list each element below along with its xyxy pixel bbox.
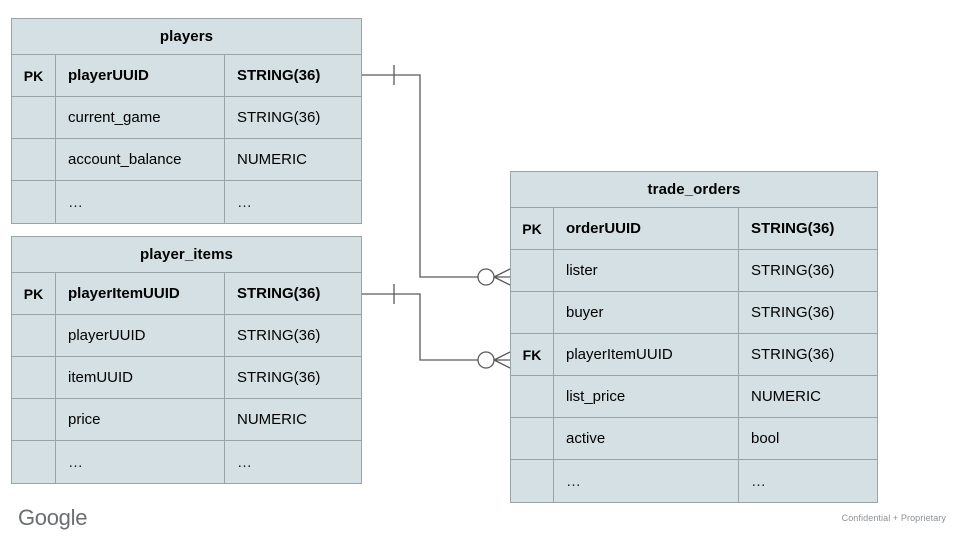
entity-title: player_items	[140, 246, 233, 263]
table-row[interactable]: … …	[511, 460, 877, 502]
table-row[interactable]: lister STRING(36)	[511, 250, 877, 292]
cardinality-many-marker	[493, 268, 511, 286]
column-type: STRING(36)	[237, 327, 321, 344]
column-key	[511, 460, 554, 502]
column-name: lister	[554, 250, 739, 291]
column-key	[12, 315, 56, 356]
cardinality-many-marker	[493, 351, 511, 369]
column-name: buyer	[554, 292, 739, 333]
table-row[interactable]: FK playerItemUUID STRING(36)	[511, 334, 877, 376]
column-key	[12, 97, 56, 138]
column-key	[12, 399, 56, 440]
entity-title: trade_orders	[647, 181, 741, 198]
column-name: list_price	[554, 376, 739, 417]
table-row[interactable]: PK orderUUID STRING(36)	[511, 208, 877, 250]
table-row[interactable]: active bool	[511, 418, 877, 460]
entity-table-players[interactable]: players PK playerUUID STRING(36) current…	[11, 18, 362, 224]
column-type: STRING(36)	[751, 220, 835, 237]
table-row[interactable]: price NUMERIC	[12, 399, 361, 441]
column-type: bool	[751, 430, 780, 447]
column-type: STRING(36)	[751, 304, 835, 321]
column-name: itemUUID	[56, 357, 225, 398]
table-row[interactable]: PK playerUUID STRING(36)	[12, 55, 361, 97]
connector-line	[362, 293, 478, 361]
table-row[interactable]: buyer STRING(36)	[511, 292, 877, 334]
column-type: STRING(36)	[237, 67, 321, 84]
entity-title-row: player_items	[12, 237, 361, 273]
column-key	[12, 139, 56, 180]
cardinality-zero-marker	[477, 268, 495, 286]
google-logo: Google	[18, 505, 88, 530]
table-row[interactable]: … …	[12, 181, 361, 223]
connector-line	[362, 74, 478, 278]
column-type: …	[237, 453, 253, 471]
table-row[interactable]: current_game STRING(36)	[12, 97, 361, 139]
column-name: playerItemUUID	[56, 273, 225, 314]
confidentiality-notice: Confidential + Proprietary	[841, 513, 946, 523]
column-name: …	[554, 460, 739, 502]
relationship-players-to-trade-orders	[362, 65, 511, 286]
table-row[interactable]: playerUUID STRING(36)	[12, 315, 361, 357]
column-key: PK	[12, 273, 56, 314]
entity-title: players	[159, 28, 214, 45]
column-name: playerUUID	[56, 55, 225, 96]
column-key	[511, 376, 554, 417]
entity-table-player-items[interactable]: player_items PK playerItemUUID STRING(36…	[11, 236, 362, 484]
column-type: NUMERIC	[237, 151, 307, 168]
column-key	[12, 441, 56, 483]
table-row[interactable]: PK playerItemUUID STRING(36)	[12, 273, 361, 315]
table-row[interactable]: list_price NUMERIC	[511, 376, 877, 418]
column-key	[511, 292, 554, 333]
column-name: playerUUID	[56, 315, 225, 356]
column-key	[12, 181, 56, 223]
column-key: PK	[511, 208, 554, 249]
column-key	[511, 250, 554, 291]
column-key: FK	[511, 334, 554, 375]
column-name: current_game	[56, 97, 225, 138]
entity-title-row: trade_orders	[511, 172, 877, 208]
column-name: account_balance	[56, 139, 225, 180]
column-key: PK	[12, 55, 56, 96]
column-name: orderUUID	[554, 208, 739, 249]
table-row[interactable]: itemUUID STRING(36)	[12, 357, 361, 399]
column-name: …	[56, 181, 225, 223]
column-type: NUMERIC	[751, 388, 821, 405]
column-type: STRING(36)	[237, 109, 321, 126]
column-name: playerItemUUID	[554, 334, 739, 375]
column-type: …	[237, 193, 253, 211]
cardinality-zero-marker	[477, 351, 495, 369]
column-type: NUMERIC	[237, 411, 307, 428]
column-type: STRING(36)	[751, 346, 835, 363]
entity-title-row: players	[12, 19, 361, 55]
column-type: STRING(36)	[751, 262, 835, 279]
column-key	[12, 357, 56, 398]
relationship-player-items-to-trade-orders	[362, 284, 511, 369]
column-type: STRING(36)	[237, 369, 321, 386]
column-type: STRING(36)	[237, 285, 321, 302]
column-type: …	[751, 472, 767, 490]
column-name: …	[56, 441, 225, 483]
table-row[interactable]: … …	[12, 441, 361, 483]
column-key	[511, 418, 554, 459]
table-row[interactable]: account_balance NUMERIC	[12, 139, 361, 181]
entity-table-trade-orders[interactable]: trade_orders PK orderUUID STRING(36) lis…	[510, 171, 878, 503]
column-name: active	[554, 418, 739, 459]
column-name: price	[56, 399, 225, 440]
